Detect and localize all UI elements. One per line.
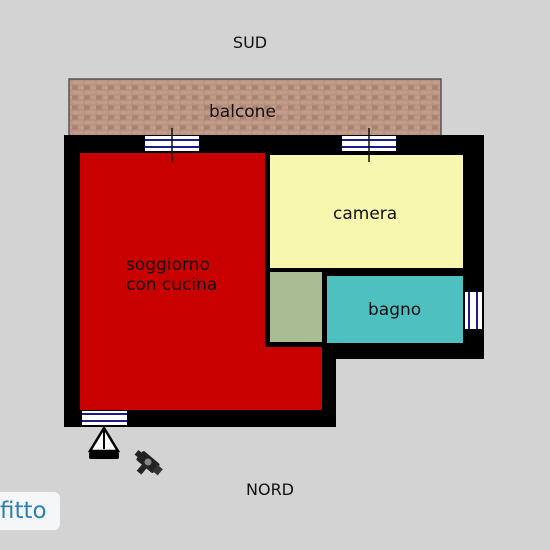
room-label-living: soggiorno con cucina	[126, 255, 217, 295]
living-room	[80, 153, 322, 410]
closet	[270, 272, 322, 342]
room-label-living-line1: soggiorno	[126, 255, 210, 275]
room-label-bathroom: bagno	[368, 300, 422, 320]
camera-icon	[134, 450, 163, 476]
window-living-top	[145, 128, 199, 162]
logo: fitto	[0, 498, 47, 524]
balcony	[68, 78, 442, 137]
room-label-living-line2: con cucina	[126, 275, 218, 295]
window-bedroom-top	[342, 128, 396, 162]
bedroom	[270, 155, 463, 268]
bathroom	[327, 276, 463, 343]
room-label-bedroom: camera	[333, 204, 398, 224]
room-label-balcony: balcone	[209, 102, 276, 122]
window-living-bottom	[82, 411, 127, 425]
compass-south-label: SUD	[232, 33, 268, 52]
logo-badge	[0, 492, 60, 530]
window-bathroom-right	[465, 292, 482, 329]
compass-north-label: NORD	[246, 480, 294, 499]
compass-icon	[87, 425, 121, 459]
